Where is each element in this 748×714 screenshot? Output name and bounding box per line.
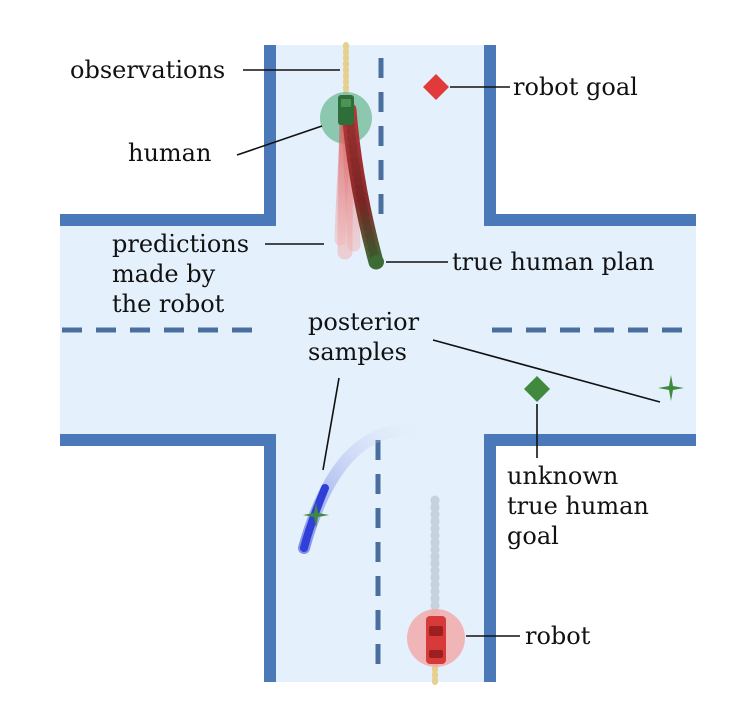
- label-unknown-line3: goal: [507, 522, 559, 550]
- curb-top-right: [484, 45, 696, 226]
- robot-agent-window: [429, 626, 443, 636]
- label-predictions-line1: predictions: [112, 230, 249, 258]
- label-predictions-line3: the robot: [112, 290, 225, 318]
- label-true-human-plan: true human plan: [452, 248, 654, 276]
- label-posterior-line2: samples: [308, 338, 407, 366]
- leader-lines: [236, 69, 661, 637]
- true-human-plan-end: [370, 255, 384, 269]
- true-human-plan-path: [341, 102, 384, 270]
- label-human: human: [128, 139, 211, 167]
- robot-agent-window-rear: [429, 650, 443, 658]
- green-diamond-icon: [524, 376, 550, 402]
- label-unknown-line2: true human: [507, 492, 649, 520]
- curb-bottom-right: [484, 434, 696, 682]
- annotations: observations human predictions made by t…: [70, 56, 654, 650]
- leader-posterior-left: [322, 377, 340, 471]
- posterior-sample-right: [658, 363, 684, 437]
- label-predictions-line2: made by: [112, 260, 216, 288]
- leader-posterior-right: [432, 339, 661, 403]
- red-diamond-icon: [423, 74, 449, 100]
- road-surface: [60, 45, 696, 682]
- posterior-sample-left: [298, 424, 414, 554]
- green-star-icon: [658, 375, 684, 401]
- label-unknown-line1: unknown: [507, 462, 618, 490]
- curbs: [60, 45, 696, 682]
- label-robot: robot: [525, 622, 591, 650]
- leader-human: [236, 125, 323, 156]
- label-posterior-line1: posterior: [308, 308, 420, 336]
- human-agent-window: [341, 99, 351, 107]
- green-star-icon: [303, 502, 329, 528]
- road: [60, 45, 696, 682]
- label-robot-goal: robot goal: [513, 73, 638, 101]
- lane-markings: [62, 58, 694, 678]
- curb-top-left: [60, 45, 276, 226]
- curb-bottom-left: [60, 434, 276, 682]
- label-observations: observations: [70, 56, 225, 84]
- true-human-plan-dots: [344, 105, 381, 267]
